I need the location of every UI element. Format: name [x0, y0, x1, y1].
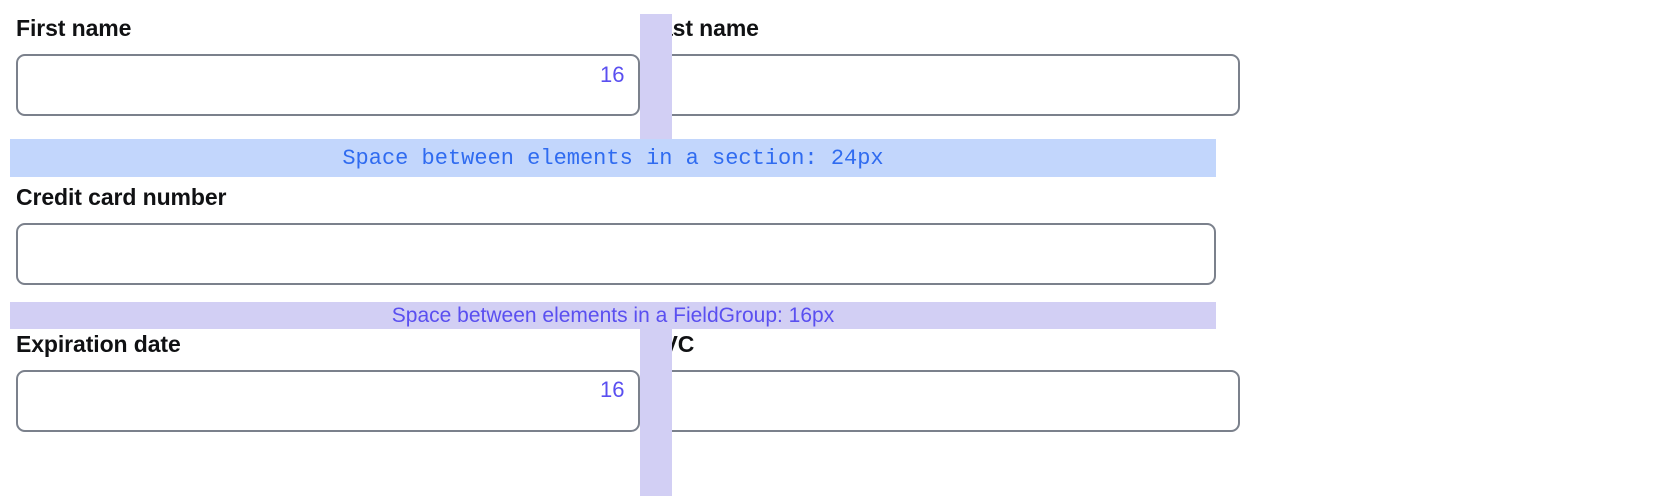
label-first-name: First name	[16, 15, 132, 41]
annotation-band-section-spacing: Space between elements in a section: 24p…	[10, 139, 1216, 177]
annotation-text-fieldgroup-spacing: Space between elements in a FieldGroup: …	[391, 303, 835, 327]
horizontal-gap-label-expiry-row: 16	[600, 377, 625, 402]
input-expiration-date[interactable]	[16, 370, 640, 432]
label-cvc: CVC	[646, 330, 1240, 358]
field-row-name: First name Last name	[0, 14, 1672, 116]
field-group-expiration-date: Expiration date	[0, 330, 640, 432]
label-credit-card-number: Credit card number	[16, 184, 227, 210]
input-first-name[interactable]	[16, 54, 640, 116]
label-last-name: Last name	[646, 15, 759, 41]
horizontal-gap-label-name-row: 16	[600, 62, 625, 87]
horizontal-gap-strip-name-row	[640, 14, 672, 142]
annotation-band-fieldgroup-spacing: Space between elements in a FieldGroup: …	[10, 302, 1216, 329]
input-last-name[interactable]	[646, 54, 1240, 116]
input-cvc[interactable]	[646, 370, 1240, 432]
field-group-first-name: First name	[0, 14, 640, 116]
field-group-last-name: Last name	[640, 14, 1240, 116]
annotation-text-section-spacing: Space between elements in a section: 24p…	[342, 145, 884, 171]
horizontal-gap-strip-expiry-row	[640, 329, 672, 496]
label-expiration-date: Expiration date	[16, 331, 181, 357]
field-group-cvc: CVC	[640, 330, 1240, 432]
field-group-credit-card-number: Credit card number	[0, 183, 1216, 285]
field-row-credit-card: Credit card number	[0, 183, 1672, 285]
input-credit-card-number[interactable]	[16, 223, 1216, 285]
field-row-expiry-cvc: Expiration date CVC	[0, 330, 1672, 432]
